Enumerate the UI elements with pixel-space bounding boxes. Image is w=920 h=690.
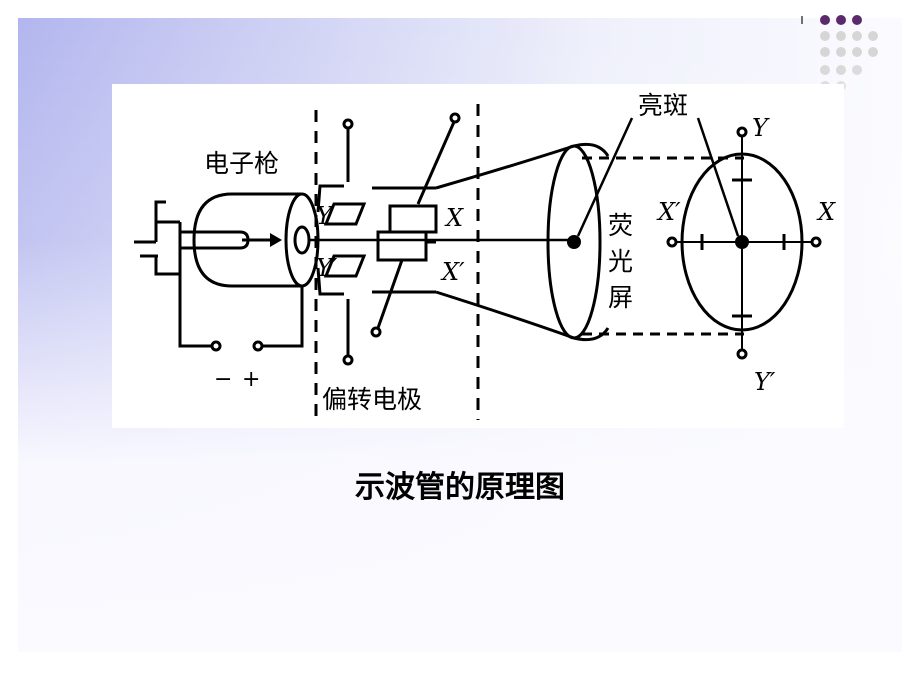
bright-spot-face [735,235,749,249]
projection-lines [582,156,744,336]
label-axis-x-left: X′ [656,198,681,226]
label-electron-gun: 电子枪 [204,149,279,178]
label-axis-x-right: X [816,198,836,226]
label-x-plate-prime: X′ [440,258,465,286]
slide-caption: 示波管的原理图 [355,470,565,505]
screen-face-view [666,126,822,360]
label-axis-y-top: Y [752,114,770,142]
label-screen-3: 屏 [608,283,633,312]
gun-terminal-wires [178,274,304,352]
label-screen-1: 荧 [608,211,633,240]
bright-spot-leader-1 [576,117,634,237]
electron-beam-arrow [270,233,282,247]
deflection-plates [316,112,461,366]
oscilloscope-tube-diagram: 电子枪 偏转电极 亮斑 荧 光 屏 − + Y Y′ X X′ Y Y′ X X… [112,84,844,428]
label-bright-spot: 亮斑 [638,91,688,120]
bright-spot-leader-2 [696,117,740,237]
label-plus: + [242,367,260,392]
bright-spot-tube [567,235,581,249]
label-deflection-electrodes: 偏转电极 [322,385,422,414]
label-axis-y-bottom: Y′ [754,368,776,396]
label-screen-2: 光 [608,247,633,276]
cathode-ray-tube [372,142,610,342]
label-y-plate-bottom: Y′ [316,254,338,282]
label-y-plate-top: Y [316,202,334,230]
battery-icon [134,200,182,276]
label-minus: − [214,367,232,392]
electron-gun [178,192,320,288]
label-x-plate: X [444,204,464,232]
